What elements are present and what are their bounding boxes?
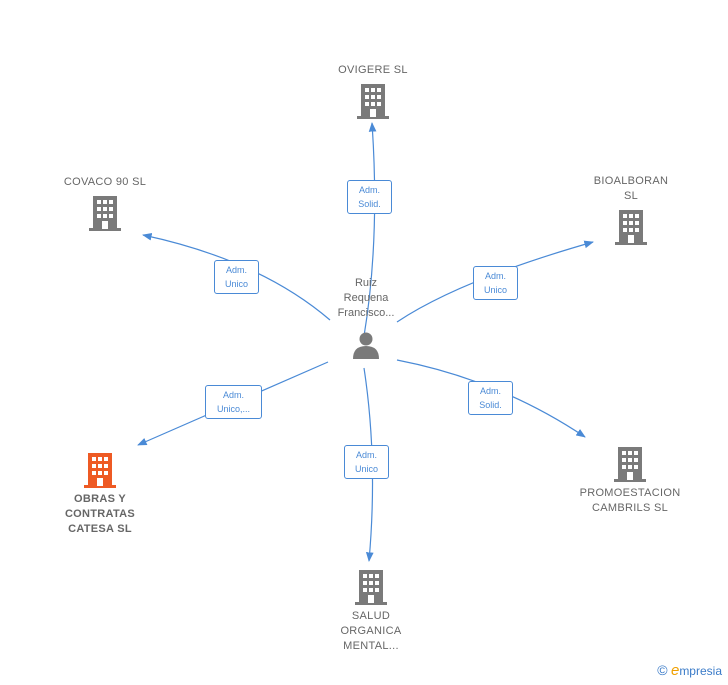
company-node-promoestacion[interactable]: PROMOESTACION CAMBRILS SL (568, 446, 692, 516)
brand-name: mpresia (679, 664, 722, 678)
company-node-salud[interactable]: SALUD ORGANICA MENTAL... (316, 569, 426, 654)
company-label: COVACO 90 SL (63, 176, 147, 188)
edge-label-ovigere[interactable]: Adm. Solid. (347, 180, 392, 214)
edge-label-covaco[interactable]: Adm. Unico (214, 260, 259, 294)
building-icon (614, 447, 646, 482)
company-node-ovigere[interactable]: OVIGERE SL (318, 63, 428, 119)
building-icon (615, 210, 647, 245)
brand-initial: e (670, 662, 680, 679)
center-person-label: Ruiz Requena Francisco... (337, 277, 395, 319)
edge-label-obras[interactable]: Adm. Unico,... (205, 385, 262, 419)
building-icon (355, 570, 387, 605)
building-icon (84, 453, 116, 488)
company-node-obras[interactable]: OBRAS Y CONTRATAS CATESA SL (40, 452, 160, 537)
company-label: OVIGERE SL (338, 64, 408, 76)
building-icon (89, 196, 121, 231)
company-label: OBRAS Y CONTRATAS CATESA SL (64, 493, 136, 535)
company-label: SALUD ORGANICA MENTAL... (340, 610, 402, 652)
company-node-bioalboran[interactable]: BIOALBORAN SL (576, 174, 686, 245)
building-icon (357, 84, 389, 119)
person-icon (353, 332, 379, 359)
edge-label-promoestacion[interactable]: Adm. Solid. (468, 381, 513, 415)
company-label: BIOALBORAN SL (593, 175, 669, 202)
center-person-node[interactable]: Ruiz Requena Francisco... (318, 276, 414, 360)
copyright-icon: © (657, 662, 668, 678)
brand-watermark: © empresia (657, 662, 722, 679)
edge-label-salud[interactable]: Adm. Unico (344, 445, 389, 479)
company-label: PROMOESTACION CAMBRILS SL (579, 487, 681, 514)
company-node-covaco[interactable]: COVACO 90 SL (45, 175, 165, 231)
edge-ovigere (363, 122, 377, 337)
edge-label-bioalboran[interactable]: Adm. Unico (473, 266, 518, 300)
